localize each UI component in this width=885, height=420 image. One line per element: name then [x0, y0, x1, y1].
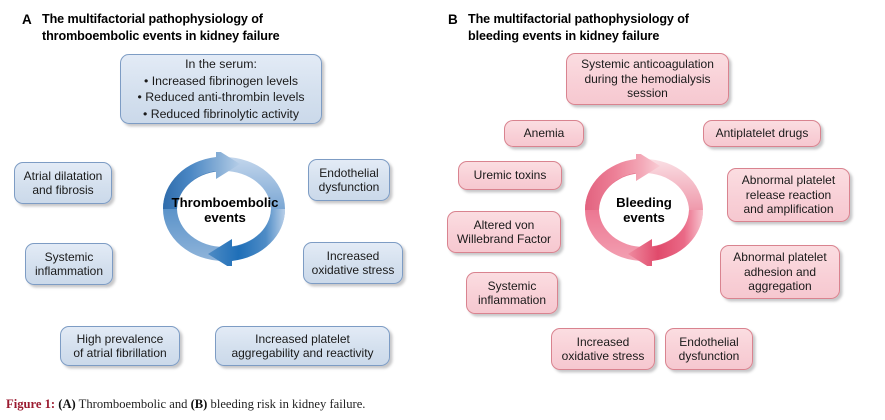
node-endothelial-dysfunction-b: Endothelial dysfunction	[665, 328, 753, 370]
node-abnormal-platelet-release: Abnormal platelet release reaction and a…	[727, 168, 850, 222]
bleeding-cycle-label: Bleeding events	[616, 194, 672, 226]
figure-caption-text-2: bleeding risk in kidney failure.	[207, 397, 366, 411]
thromboembolic-cycle-label: Thromboembolic events	[171, 194, 279, 226]
panel-b-letter: B	[448, 12, 458, 27]
figure-caption-b-tag: (B)	[190, 397, 208, 411]
panel-a-title: The multifactorial pathophysiology of th…	[42, 12, 280, 43]
node-systemic-inflammation-b: Systemic inflammation	[466, 272, 558, 314]
node-anemia: Anemia	[504, 120, 584, 147]
node-atrial-dilatation: Atrial dilatation and fibrosis	[14, 162, 112, 204]
node-systemic-anticoagulation: Systemic anticoagulation during the hemo…	[566, 53, 729, 105]
node-abnormal-platelet-adhesion: Abnormal platelet adhesion and aggregati…	[720, 245, 840, 299]
panel-b-title: The multifactorial pathophysiology of bl…	[468, 12, 689, 43]
node-high-prevalence-af: High prevalence of atrial fibrillation	[60, 326, 180, 366]
node-increased-oxidative-stress-b: Increased oxidative stress	[551, 328, 655, 370]
figure-caption-label: Figure 1:	[6, 397, 56, 411]
node-endothelial-dysfunction-a: Endothelial dysfunction	[308, 159, 390, 201]
panel-a-letter: A	[22, 12, 32, 27]
node-increased-oxidative-stress-a: Increased oxidative stress	[303, 242, 403, 284]
node-systemic-inflammation-a: Systemic inflammation	[25, 243, 113, 285]
node-serum-findings: In the serum: • Increased fibrinogen lev…	[120, 54, 322, 124]
figure-caption-a-tag: (A)	[58, 397, 76, 411]
node-uremic-toxins: Uremic toxins	[458, 161, 562, 190]
node-antiplatelet-drugs: Antiplatelet drugs	[703, 120, 821, 147]
node-increased-platelet-aggregability: Increased platelet aggregability and rea…	[215, 326, 390, 366]
bleeding-cycle-arrow	[584, 154, 704, 266]
node-altered-von-willebrand: Altered von Willebrand Factor	[447, 211, 561, 253]
figure-caption-text-1: Thromboembolic and	[75, 397, 191, 411]
thromboembolic-cycle-arrow	[162, 152, 286, 266]
figure-caption: Figure 1: (A) Thromboembolic and (B) ble…	[6, 397, 365, 412]
